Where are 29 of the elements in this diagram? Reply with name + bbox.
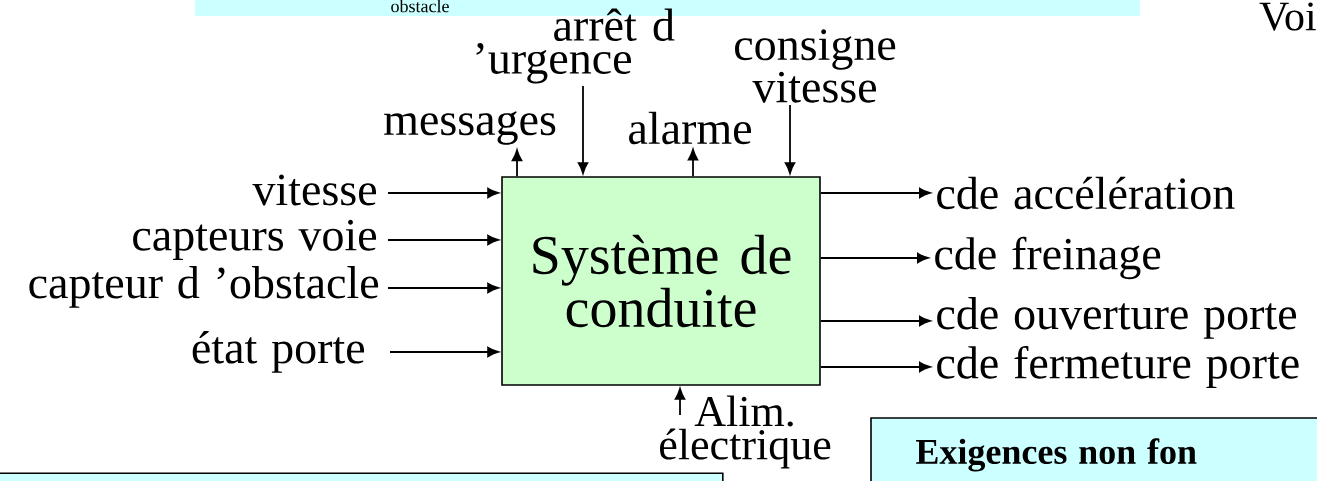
arrow	[389, 346, 499, 358]
cut-text: Voi	[1259, 2, 1316, 31]
arrow	[819, 315, 931, 327]
arrow	[784, 104, 796, 174]
arrow	[387, 282, 499, 294]
arrow	[511, 149, 523, 178]
arrow	[387, 187, 499, 199]
arrow	[387, 234, 499, 246]
input-label: état porte	[192, 331, 365, 373]
process-box: Système de conduite	[501, 176, 821, 386]
arrow	[577, 84, 589, 174]
output-label: cde fermeture porte	[937, 345, 1299, 389]
arrow	[819, 187, 931, 199]
arrow	[674, 388, 686, 416]
arrow	[819, 252, 929, 264]
output-label: cde freinage	[935, 236, 1161, 280]
input-label: capteurs voie	[133, 219, 377, 261]
input-label: consigne vitesse	[735, 29, 896, 103]
input-label: vitesse	[252, 174, 376, 206]
arrow	[819, 361, 931, 373]
note-panel	[0, 472, 724, 481]
note-panel: Exigences non fon	[870, 417, 1317, 481]
output-label: messages	[384, 111, 556, 145]
arrow	[687, 148, 699, 178]
output-label: alarme	[629, 111, 751, 145]
input-label: Alim. électrique	[660, 395, 831, 469]
output-label: cde ouverture porte	[937, 297, 1297, 339]
output-label: cde accélération	[937, 176, 1235, 210]
input-label: capteur d ’obstacle	[29, 266, 379, 308]
